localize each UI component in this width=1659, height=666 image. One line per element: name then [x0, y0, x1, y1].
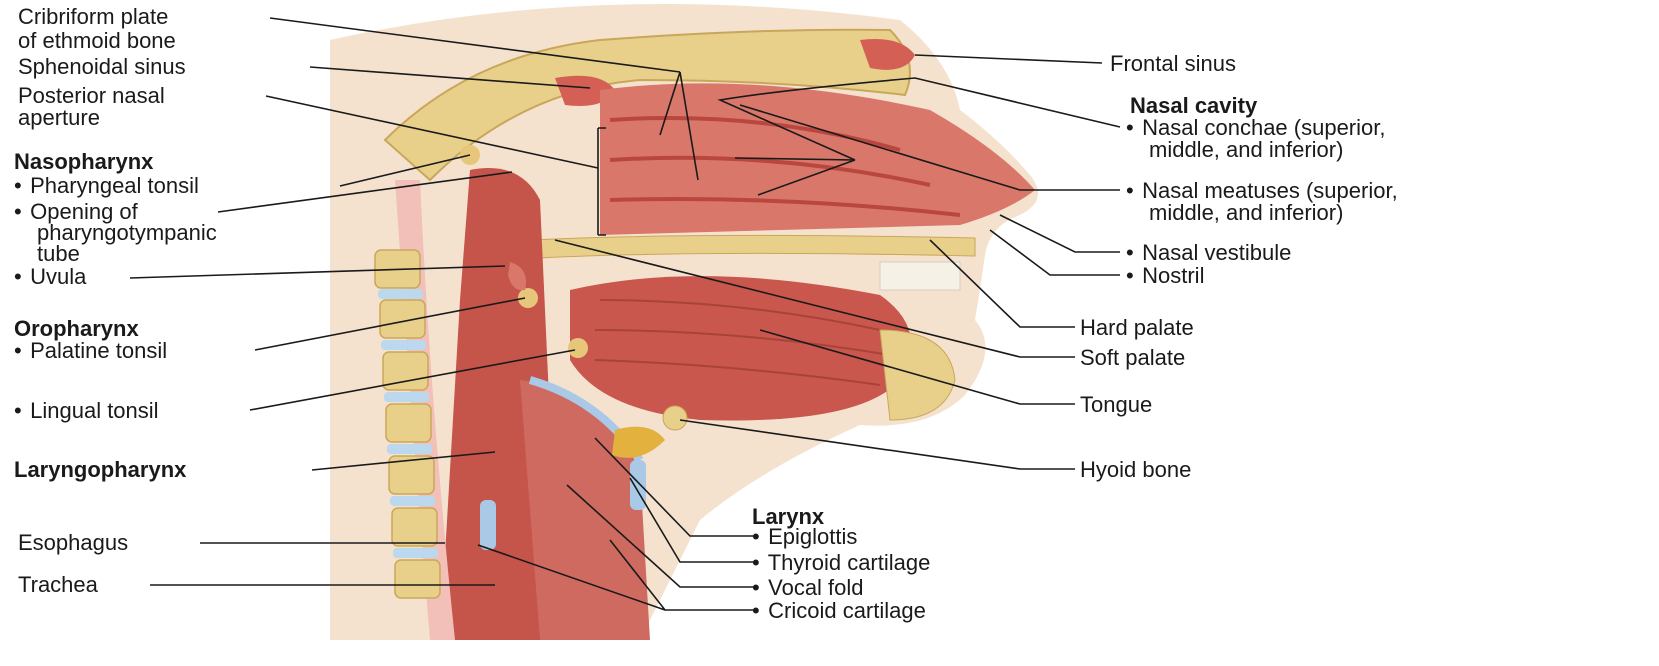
tongue-shape — [570, 276, 911, 420]
label-esophagus: Esophagus — [18, 531, 128, 555]
label-hard-palate: Hard palate — [1080, 316, 1194, 340]
label-lingual-tonsil: • Lingual tonsil — [14, 399, 159, 423]
label-nasal-meatuses-line2: middle, and inferior) — [1149, 201, 1343, 225]
heading-nasopharynx: Nasopharynx — [14, 150, 153, 174]
label-vocal-fold: • Vocal fold — [752, 576, 864, 600]
label-posterior-nasal-aperture-line2: aperture — [18, 106, 100, 130]
label-sphenoidal-sinus: Sphenoidal sinus — [18, 55, 186, 79]
hyoid-bone-shape — [663, 406, 687, 430]
label-nostril: • Nostril — [1126, 264, 1204, 288]
label-frontal-sinus: Frontal sinus — [1110, 52, 1236, 76]
label-nasal-vestibule: • Nasal vestibule — [1126, 241, 1291, 265]
label-cricoid-cartilage: • Cricoid cartilage — [752, 599, 926, 623]
cricoid-cartilage-shape — [480, 500, 496, 550]
label-trachea: Trachea — [18, 573, 98, 597]
thyroid-cartilage-shape — [630, 460, 646, 510]
teeth-shape — [880, 262, 960, 290]
label-cribriform-plate: Cribriform plate — [18, 5, 168, 29]
label-cribriform-plate-line2: of ethmoid bone — [18, 29, 176, 53]
label-hyoid-bone: Hyoid bone — [1080, 458, 1191, 482]
label-palatine-tonsil: • Palatine tonsil — [14, 339, 167, 363]
label-pharyngeal-tonsil: • Pharyngeal tonsil — [14, 174, 199, 198]
label-thyroid-cartilage: • Thyroid cartilage — [752, 551, 930, 575]
lingual-tonsil-shape — [568, 338, 588, 358]
label-epiglottis: • Epiglottis — [752, 525, 857, 549]
label-opening-line3: tube — [37, 242, 80, 266]
label-uvula: • Uvula — [14, 265, 86, 289]
label-soft-palate: Soft palate — [1080, 346, 1185, 370]
label-nasal-conchae-line2: middle, and inferior) — [1149, 138, 1343, 162]
label-tongue: Tongue — [1080, 393, 1152, 417]
heading-laryngopharynx: Laryngopharynx — [14, 458, 186, 482]
